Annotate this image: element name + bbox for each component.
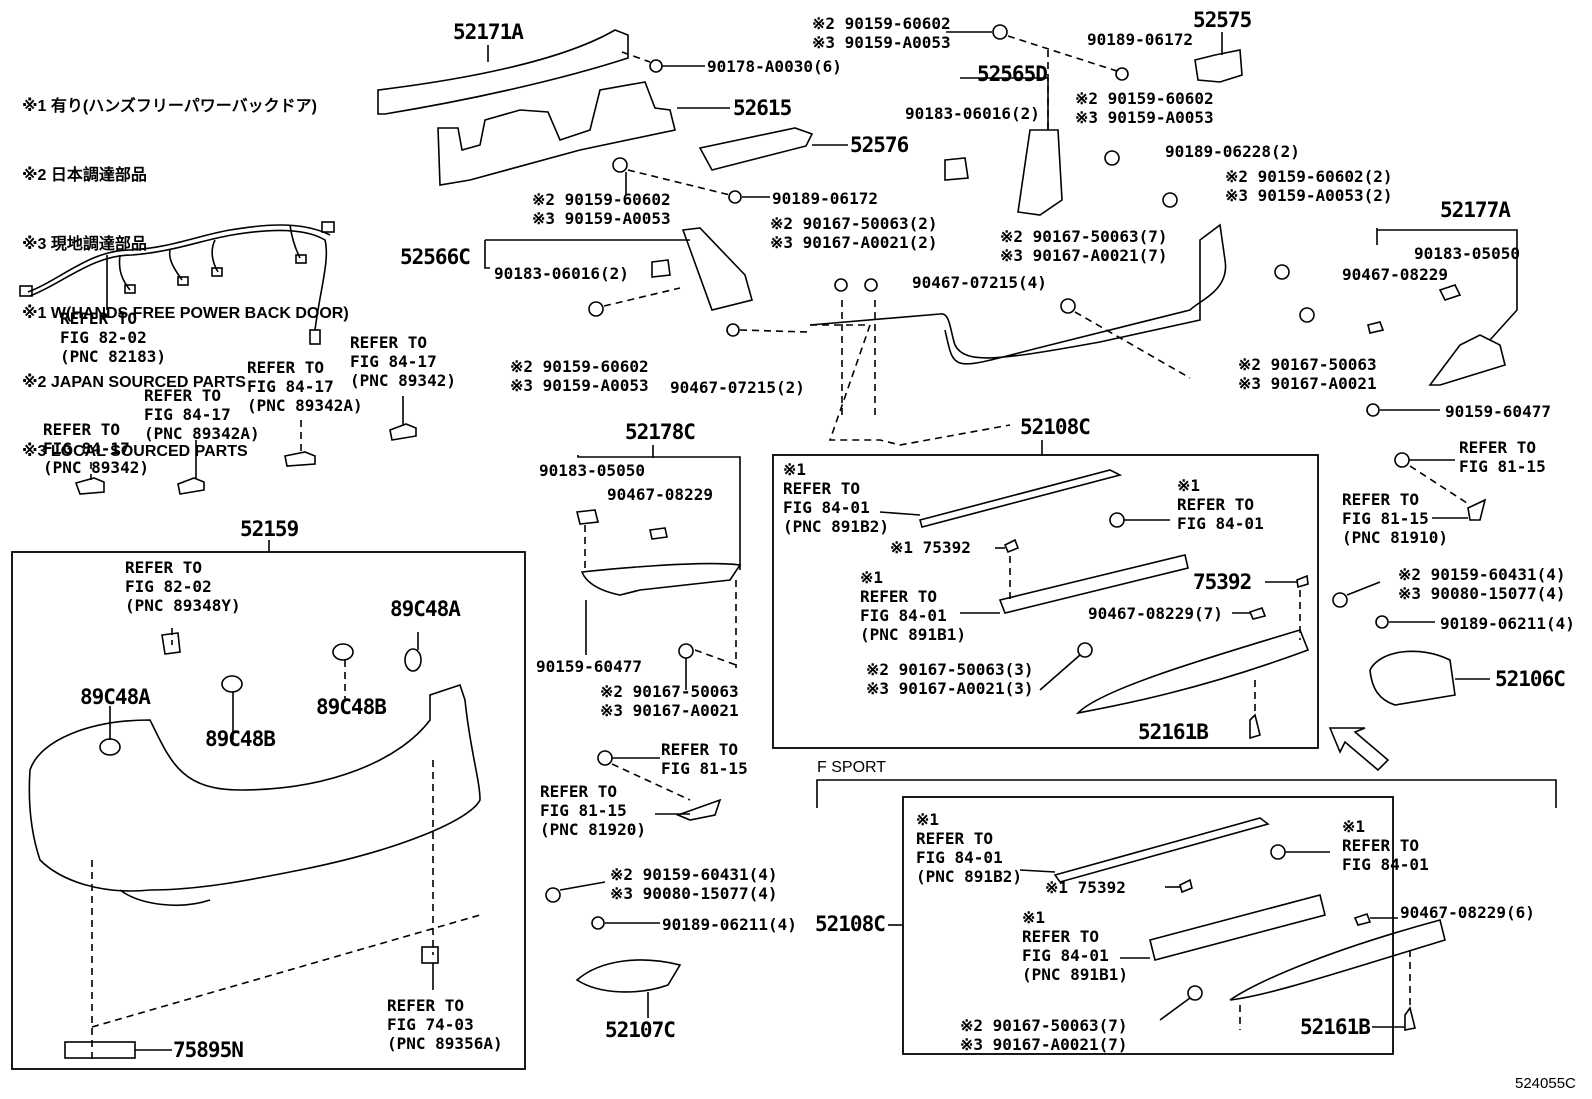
part-label-90467-08229-right[interactable]: 90467-08229 [1342,265,1448,284]
refer-to-fig-81910[interactable]: REFER TO FIG 81-15 (PNC 81910) [1342,490,1448,547]
part-label-52178C[interactable]: 52178C [625,420,696,444]
part-label-clip-mid-7[interactable]: ※2 90167-50063(7) ※3 90167-A0021(7) [1000,227,1168,265]
part-label-90189-06211-mid[interactable]: 90189-06211(4) [662,915,797,934]
part-label-52159[interactable]: 52159 [240,517,299,541]
refer-to-fig-84-01-fs[interactable]: ※1 REFER TO FIG 84-01 [1342,817,1429,874]
part-label-90183-05050-right[interactable]: 90183-05050 [1414,244,1520,263]
part-label-52171A[interactable]: 52171A [453,20,524,44]
part-label-90189-06211-right[interactable]: 90189-06211(4) [1440,614,1575,633]
side-bracket-icon [698,127,848,171]
legend-line: ※3 現地調達部品 [22,236,147,253]
part-label-75392-fs[interactable]: ※1 75392 [1045,878,1126,897]
refer-to-fig-81920[interactable]: REFER TO FIG 81-15 (PNC 81920) [540,782,646,839]
bumper-reinforcement-icon [377,29,705,115]
refer-to-fig-89342A-a[interactable]: REFER TO FIG 84-17 (PNC 89342A) [247,358,363,415]
part-label-90159-60477-right[interactable]: 90159-60477 [1445,402,1551,421]
part-label-90467-07215-2[interactable]: 90467-07215(2) [670,378,805,397]
fastener-icons [588,24,1440,417]
part-label-90183-06016-right[interactable]: 90183-06016(2) [905,104,1040,123]
part-label-bolt-mid-4[interactable]: ※2 90159-60431(4) ※3 90080-15077(4) [610,865,778,903]
part-label-52576[interactable]: 52576 [850,133,909,157]
bracket-52575-icon [1194,32,1243,83]
part-label-bolt-top[interactable]: ※2 90159-60602 ※3 90159-A0053 [812,14,951,52]
legend-line: ※3 LOCAL SOURCED PARTS [22,443,248,460]
part-label-52615[interactable]: 52615 [733,96,792,120]
f-sport-moulding-icon [1019,817,1446,1031]
legend-line: ※1 W(HANDS FREE POWER BACK DOOR) [22,305,349,322]
part-label-bolt-right-4[interactable]: ※2 90159-60431(4) ※3 90080-15077(4) [1398,565,1566,603]
refer-to-fig-891B2[interactable]: ※1 REFER TO FIG 84-01 (PNC 891B2) [783,460,889,536]
part-label-52108C-f-sport[interactable]: 52108C [815,912,886,936]
part-label-clip-right[interactable]: ※2 90167-50063 ※3 90167-A0021 [1238,355,1377,393]
part-label-90189-06228[interactable]: 90189-06228(2) [1165,142,1300,161]
side-panel-icon [809,223,1227,446]
legend-line: ※1 有り(ハンズフリーパワーバックドア) [22,98,317,115]
part-label-52106C[interactable]: 52106C [1495,667,1566,691]
refer-to-fig-89342-a[interactable]: REFER TO FIG 84-17 (PNC 89342) [350,333,456,390]
refer-to-fig-89342-b[interactable]: REFER TO FIG 84-17 (PNC 89342) [43,420,149,477]
part-label-52177A[interactable]: 52177A [1440,198,1511,222]
part-label-89C48A-right[interactable]: 89C48A [390,597,461,621]
energy-absorber-icon [437,81,730,186]
part-label-52108C-top[interactable]: 52108C [1020,415,1091,439]
refer-to-fig-89342A-b[interactable]: REFER TO FIG 84-17 (PNC 89342A) [144,386,260,443]
part-label-52161B-box1[interactable]: 52161B [1138,720,1209,744]
legend-line: ※2 JAPAN SOURCED PARTS [22,374,246,391]
refer-to-fig-81-15-a[interactable]: REFER TO FIG 81-15 [661,740,748,778]
figure-id: 524055C [1515,1075,1576,1092]
part-label-90183-06016-left[interactable]: 90183-06016(2) [494,264,629,283]
rocker-moulding-box [772,454,1319,749]
side-retainer-icon [484,50,1063,311]
legend: ※1 有り(ハンズフリーパワーバックドア) ※2 日本調達部品 ※3 現地調達部… [22,49,349,486]
part-label-90189-06172-top[interactable]: 90189-06172 [1087,30,1193,49]
part-label-clip-box1[interactable]: ※2 90167-50063(3) ※3 90167-A0021(3) [866,660,1034,698]
part-label-52575[interactable]: 52575 [1193,8,1252,32]
part-label-90178-A0030[interactable]: 90178-A0030(6) [707,57,842,76]
refer-to-fig-89348Y[interactable]: REFER TO FIG 82-02 (PNC 89348Y) [125,558,241,615]
part-label-90159-60477-mid[interactable]: 90159-60477 [536,657,642,676]
part-label-89C48A-left[interactable]: 89C48A [80,685,151,709]
part-label-clip-mid[interactable]: ※2 90167-50063 ※3 90167-A0021 [600,682,739,720]
wire-harness-icon [19,221,335,345]
f-sport-label: F SPORT [817,759,887,776]
legend-line: ※2 日本調達部品 [22,167,147,184]
part-label-bolt-mid-right[interactable]: ※2 90159-60602 ※3 90159-A0053 [1075,89,1214,127]
sensor-icon [74,396,417,495]
part-label-90467-07215-4[interactable]: 90467-07215(4) [912,273,1047,292]
part-label-75895N[interactable]: 75895N [173,1038,244,1062]
refer-to-fig-82183[interactable]: REFER TO FIG 82-02 (PNC 82183) [60,309,166,366]
refer-to-fig-891B1-fs[interactable]: ※1 REFER TO FIG 84-01 (PNC 891B1) [1022,908,1128,984]
refer-to-fig-891B2-fs[interactable]: ※1 REFER TO FIG 84-01 (PNC 891B2) [916,810,1022,886]
part-label-90467-08229-fs[interactable]: 90467-08229(6) [1400,903,1535,922]
part-label-89C48B-left[interactable]: 89C48B [205,727,276,751]
part-label-bolt-left-mid[interactable]: ※2 90159-60602 ※3 90159-A0053 [532,190,671,228]
rocker-moulding-icon [879,469,1310,740]
part-label-52565D[interactable]: 52565D [977,62,1048,86]
refer-to-fig-891B1[interactable]: ※1 REFER TO FIG 84-01 (PNC 891B1) [860,568,966,644]
f-sport-bracket [816,779,1557,808]
end-cap-icon [576,228,1518,690]
bumper-cover-box [11,551,526,1070]
part-label-75392-box1-b[interactable]: 75392 [1193,570,1252,594]
part-label-75392-box1-a[interactable]: ※1 75392 [890,538,971,557]
part-label-bolt-right-2[interactable]: ※2 90159-60602(2) ※3 90159-A0053(2) [1225,167,1393,205]
part-label-90467-08229-box1[interactable]: 90467-08229(7) [1088,604,1223,623]
part-label-clip-mid-2[interactable]: ※2 90167-50063(2) ※3 90167-A0021(2) [770,214,938,252]
view-direction-arrow-icon [1328,727,1390,772]
part-label-bolt-left-low[interactable]: ※2 90159-60602 ※3 90159-A0053 [510,357,649,395]
part-label-52161B-fs[interactable]: 52161B [1300,1015,1371,1039]
refer-to-fig-89356A[interactable]: REFER TO FIG 74-03 (PNC 89356A) [387,996,503,1053]
part-label-90183-05050-mid[interactable]: 90183-05050 [539,461,645,480]
part-label-clip-fs[interactable]: ※2 90167-50063(7) ※3 90167-A0021(7) [960,1016,1128,1054]
refer-to-fig-84-01[interactable]: ※1 REFER TO FIG 84-01 [1177,476,1264,533]
reflector-lamp-icons [545,452,1490,1018]
part-label-52566C[interactable]: 52566C [400,245,471,269]
part-label-52107C[interactable]: 52107C [605,1018,676,1042]
part-label-90189-06172-mid[interactable]: 90189-06172 [772,189,878,208]
part-label-90467-08229-mid[interactable]: 90467-08229 [607,485,713,504]
part-label-89C48B-right[interactable]: 89C48B [316,695,387,719]
refer-to-fig-81-15-b[interactable]: REFER TO FIG 81-15 [1459,438,1546,476]
bumper-cover-icon [28,628,481,1060]
